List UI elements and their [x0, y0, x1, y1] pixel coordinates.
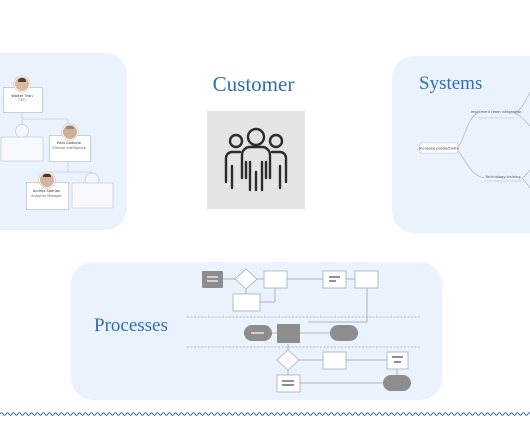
org-bottom-role: Analytics Manager [31, 194, 62, 198]
process-step [232, 293, 261, 312]
customer-heading: Customer [212, 72, 295, 96]
org-mid-name: Ravi Godbole [57, 141, 81, 145]
terminator-filled [383, 375, 411, 391]
systems-card [392, 56, 530, 233]
process-step [386, 351, 409, 370]
mindmap-branch-1-label: Implement team integration [471, 110, 522, 114]
avatar [14, 76, 30, 92]
mindmap-branch-2-label: Technology training [484, 175, 520, 179]
processes-heading: Processes [94, 315, 168, 336]
process-step [322, 270, 347, 289]
decision-diamond [234, 268, 258, 290]
process-step [322, 351, 347, 370]
avatar [39, 172, 55, 188]
org-top-role: CEO [18, 98, 26, 102]
decision-diamond [276, 349, 300, 371]
process-step [276, 374, 301, 393]
process-step [354, 270, 379, 289]
org-mid-role: Director Intelligence [52, 146, 86, 150]
avatar [62, 124, 78, 140]
process-step-filled [202, 271, 223, 288]
org-top-name: Walter Tran [11, 93, 33, 98]
process-step [263, 270, 288, 289]
systems-heading: Systems [419, 73, 483, 94]
terminator-filled [330, 325, 358, 341]
process-step-filled [277, 324, 300, 343]
org-bottom-name: Andrija Sperian [32, 189, 61, 193]
mindmap-root-label: Increase productivity [419, 146, 460, 151]
